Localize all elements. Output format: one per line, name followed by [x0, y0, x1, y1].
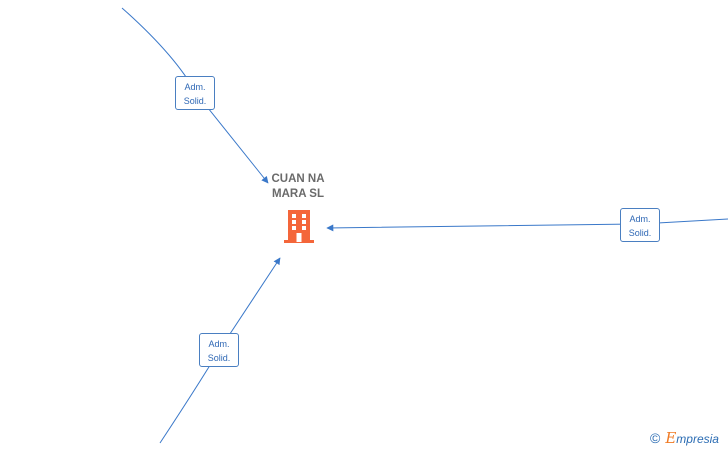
edge-label-line2: Solid. [628, 228, 652, 238]
edge-label-line1: Adm. [208, 339, 230, 349]
office-building-icon[interactable] [284, 208, 314, 244]
company-name[interactable]: CUAN NA MARA SL [248, 172, 348, 202]
edge-label-line2: Solid. [183, 96, 207, 106]
edge-label-top[interactable]: Adm. Solid. [175, 76, 215, 110]
brand-initial: E [665, 429, 677, 447]
edge-line-right [326, 218, 728, 232]
edge-label-right[interactable]: Adm. Solid. [620, 208, 660, 242]
brand-rest: mpresia [676, 432, 719, 446]
company-name-line2: MARA SL [272, 188, 324, 200]
company-name-line1: CUAN NA [271, 173, 325, 185]
copyright-icon: © [650, 430, 661, 446]
edge-label-bottom[interactable]: Adm. Solid. [199, 333, 239, 367]
edge-label-line1: Adm. [629, 214, 651, 224]
empresia-watermark[interactable]: ©Empresia [650, 428, 719, 448]
edge-label-line1: Adm. [184, 82, 206, 92]
edge-label-line2: Solid. [207, 353, 231, 363]
